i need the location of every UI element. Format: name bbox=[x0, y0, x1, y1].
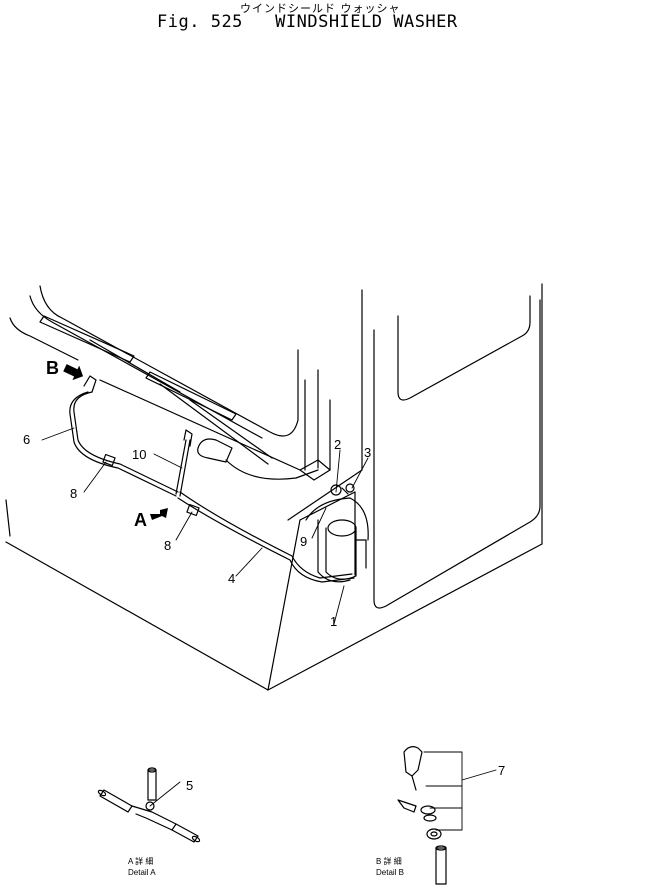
callout-numbers: 1 2 3 4 5 6 7 8 8 9 10 bbox=[23, 432, 505, 793]
hose-connectors bbox=[102, 453, 200, 517]
detail-b-drawing: B 詳 細 Detail B bbox=[376, 746, 447, 885]
callout-9: 9 bbox=[300, 534, 307, 549]
callout-5: 5 bbox=[186, 778, 193, 793]
fig-number: 525 bbox=[210, 12, 243, 32]
callout-8-left: 8 bbox=[70, 486, 77, 501]
detail-a-caption: Detail A bbox=[128, 868, 156, 877]
view-label-a: A bbox=[134, 510, 147, 530]
title-english: WINDSHIELD WASHER bbox=[275, 12, 458, 32]
wiper-blades bbox=[39, 315, 273, 465]
washer-tank bbox=[317, 519, 367, 583]
title-japanese: ウインドシールド ウォッシャ bbox=[240, 2, 401, 15]
callout-6: 6 bbox=[23, 432, 30, 447]
callout-2: 2 bbox=[334, 437, 341, 452]
callout-8-right: 8 bbox=[164, 538, 171, 553]
callout-3: 3 bbox=[364, 445, 371, 460]
callout-7: 7 bbox=[498, 763, 505, 778]
leader-lines bbox=[41, 427, 497, 831]
view-label-b: B bbox=[46, 358, 59, 378]
detail-b-caption: Detail B bbox=[376, 868, 404, 877]
detail-a-drawing: A 詳 細 Detail A bbox=[97, 767, 201, 877]
callout-1: 1 bbox=[330, 614, 337, 629]
detail-b-jp: B 詳 細 bbox=[376, 856, 402, 866]
nozzles bbox=[83, 375, 355, 496]
callout-4: 4 bbox=[228, 571, 235, 586]
washer-hoses bbox=[69, 391, 369, 583]
detail-a-jp: A 詳 細 bbox=[128, 856, 153, 866]
cab-body bbox=[5, 283, 543, 691]
fig-label: Fig. bbox=[157, 12, 200, 32]
view-arrows: B A bbox=[46, 358, 168, 530]
figure-title: Fig. 525 WINDSHIELD WASHER bbox=[157, 12, 458, 32]
callout-10: 10 bbox=[132, 447, 146, 462]
wiper-motor bbox=[197, 438, 331, 481]
